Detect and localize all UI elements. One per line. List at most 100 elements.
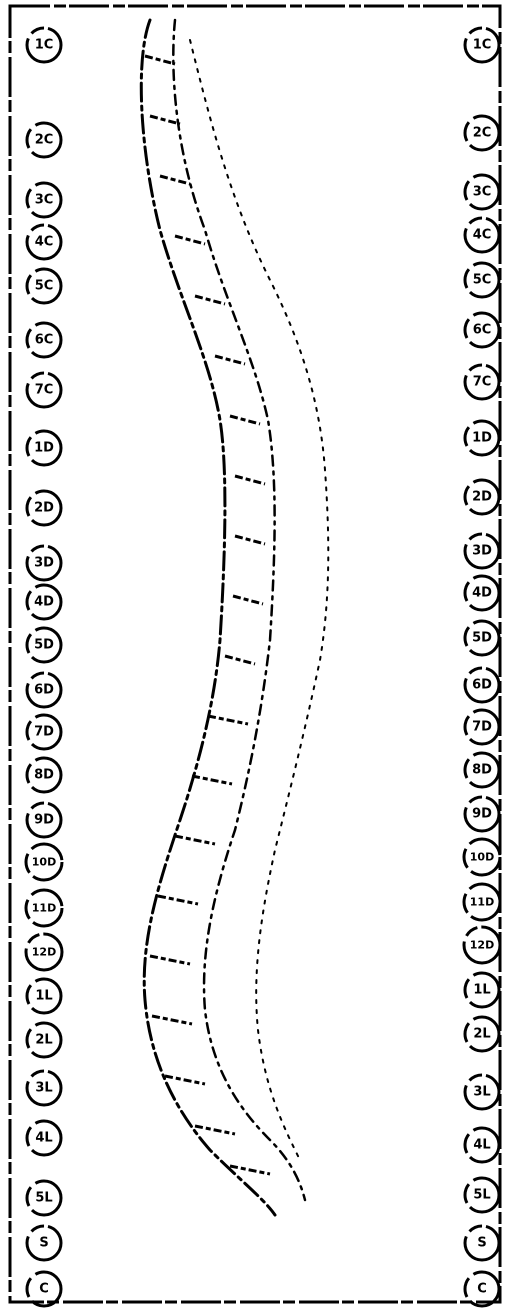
right-label-text: 4L: [473, 1138, 490, 1153]
left-label-text: 5D: [34, 638, 54, 653]
right-label-text: C: [477, 1282, 487, 1297]
vertebra-disc-line: [145, 56, 175, 64]
right-label-text: 5D: [472, 631, 492, 646]
left-label-text: 11D: [32, 902, 56, 915]
left-vertebra-label-7c: 7C: [27, 373, 61, 407]
left-vertebra-label-12d: 12D: [26, 934, 62, 970]
right-vertebra-label-11d: 11D: [464, 884, 500, 920]
left-label-text: 9D: [34, 813, 54, 828]
right-label-text: 10D: [470, 851, 494, 864]
right-label-text: 9D: [472, 807, 492, 822]
left-vertebra-label-column: 1C 2C 3C 4C 5C 6C 7C 1D 2D 3D 4D 5D 6D 7D 8D 9D 10D 11D 12…: [26, 28, 62, 1306]
right-label-text: 7D: [472, 720, 492, 735]
left-label-text: S: [39, 1236, 48, 1251]
left-label-text: 1D: [34, 441, 54, 456]
right-vertebra-label-6d: 6D: [465, 668, 499, 702]
right-vertebra-label-1d: 1D: [465, 421, 499, 455]
left-vertebra-label-5d: 5D: [27, 628, 61, 662]
left-label-text: 7D: [34, 725, 54, 740]
left-label-text: 6C: [35, 333, 54, 348]
left-label-text: 3C: [35, 193, 54, 208]
right-vertebra-label-5d: 5D: [465, 621, 499, 655]
right-label-text: 8D: [472, 763, 492, 778]
right-vertebra-label-2d: 2D: [465, 480, 499, 514]
right-label-text: 2C: [473, 126, 492, 141]
right-label-text: 3D: [472, 544, 492, 559]
left-vertebra-label-4d: 4D: [27, 585, 61, 619]
left-label-text: 10D: [32, 856, 56, 869]
right-vertebra-label-1c: 1C: [465, 28, 499, 62]
vertebra-disc-line: [158, 896, 198, 904]
right-label-text: 11D: [470, 896, 494, 909]
vertebra-disc-line: [235, 536, 265, 544]
right-vertebra-label-10d: 10D: [464, 839, 500, 875]
vertebra-disc-line: [195, 296, 225, 304]
vertebrae-lines: [145, 56, 270, 1174]
right-vertebra-label-column: 1C 2C 3C 4C 5C 6C 7C 1D 2D 3D 4D 5D 6D 7D 8D 9D 10D 11D 12…: [464, 28, 500, 1306]
right-label-text: 1L: [473, 983, 490, 998]
left-vertebra-label-2d: 2D: [27, 491, 61, 525]
left-label-text: 2D: [34, 501, 54, 516]
spine-posterior-outline: [173, 20, 305, 1200]
right-label-text: 2D: [472, 490, 492, 505]
right-vertebra-label-4l: 4L: [465, 1128, 499, 1162]
left-label-text: 2C: [35, 133, 54, 148]
left-label-text: 2L: [35, 1033, 52, 1048]
right-label-text: 4C: [473, 228, 492, 243]
vertebra-disc-line: [152, 1016, 192, 1024]
vertebra-disc-line: [208, 716, 248, 724]
right-label-text: 5C: [473, 273, 492, 288]
right-label-text: 6C: [473, 323, 492, 338]
vertebra-disc-line: [195, 1126, 235, 1134]
left-vertebra-label-1c: 1C: [27, 28, 61, 62]
left-vertebra-label-3d: 3D: [27, 546, 61, 580]
left-label-text: 4D: [34, 595, 54, 610]
right-label-text: 2L: [473, 1027, 490, 1042]
left-vertebra-label-1d: 1D: [27, 431, 61, 465]
right-vertebra-label-2l: 2L: [465, 1017, 499, 1051]
left-vertebra-label-5c: 5C: [27, 269, 61, 303]
left-label-text: 4C: [35, 235, 54, 250]
right-vertebra-label-9d: 9D: [465, 797, 499, 831]
vertebra-disc-line: [175, 836, 215, 844]
left-vertebra-label-4c: 4C: [27, 225, 61, 259]
right-vertebra-label-7d: 7D: [465, 710, 499, 744]
vertebra-disc-line: [233, 596, 263, 604]
right-vertebra-label-7c: 7C: [465, 365, 499, 399]
left-label-text: 12D: [32, 946, 56, 959]
spinous-processes: [190, 40, 328, 1160]
right-vertebra-label-4d: 4D: [465, 576, 499, 610]
left-vertebra-label-5l: 5L: [27, 1181, 61, 1215]
right-label-text: 4D: [472, 586, 492, 601]
right-vertebra-label-5l: 5L: [465, 1178, 499, 1212]
right-label-text: 5L: [473, 1188, 490, 1203]
left-label-text: 3D: [34, 556, 54, 571]
left-label-text: 8D: [34, 768, 54, 783]
left-label-text: 6D: [34, 683, 54, 698]
vertebra-disc-line: [192, 776, 232, 784]
left-label-text: C: [39, 1282, 49, 1297]
left-label-text: 1C: [35, 38, 54, 53]
right-label-text: 3L: [473, 1085, 490, 1100]
left-label-text: 4L: [35, 1131, 52, 1146]
spine-anterior-outline: [141, 20, 275, 1215]
right-vertebra-label-3l: 3L: [465, 1075, 499, 1109]
left-vertebra-label-1l: 1L: [27, 979, 61, 1013]
left-vertebra-label-9d: 9D: [27, 803, 61, 837]
diagram-frame: [10, 6, 500, 1302]
left-label-text: 1L: [35, 989, 52, 1004]
right-label-text: 6D: [472, 678, 492, 693]
left-vertebra-label-10d: 10D: [26, 844, 62, 880]
right-label-text: S: [477, 1236, 486, 1251]
spine-illustration: [141, 20, 328, 1215]
right-label-text: 12D: [470, 939, 494, 952]
vertebra-disc-line: [225, 656, 255, 664]
vertebra-disc-line: [235, 476, 265, 484]
vertebra-disc-line: [165, 1076, 205, 1084]
right-label-text: 3C: [473, 185, 492, 200]
left-vertebra-label-3c: 3C: [27, 183, 61, 217]
left-vertebra-label-2l: 2L: [27, 1023, 61, 1057]
left-label-text: 7C: [35, 383, 54, 398]
left-vertebra-label-4l: 4L: [27, 1121, 61, 1155]
